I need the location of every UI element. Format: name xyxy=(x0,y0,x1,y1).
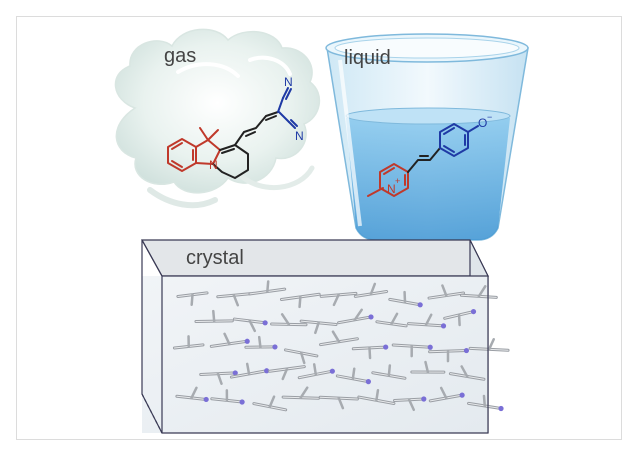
crystal-lattice xyxy=(172,280,510,412)
lattice-nitrogen-atom xyxy=(383,344,389,350)
lattice-nitrogen-atom xyxy=(368,314,374,320)
lattice-branch xyxy=(298,295,302,309)
lattice-nitrogen-atom xyxy=(459,392,465,398)
atom-phenolate-o: O xyxy=(478,116,487,130)
liquid-molecule xyxy=(367,123,479,197)
lattice-branch xyxy=(368,346,372,360)
lattice-branch xyxy=(268,395,276,408)
label-liquid: liquid xyxy=(344,47,391,69)
lattice-branch xyxy=(190,386,198,400)
lattice-branch xyxy=(299,386,309,399)
lattice-nitrogen-atom xyxy=(427,344,433,350)
lattice-branch xyxy=(439,386,448,400)
lattice-branch xyxy=(332,293,340,307)
lattice-branch xyxy=(487,338,495,351)
lattice-nitrogen-atom xyxy=(264,368,270,374)
lattice-nitrogen-atom xyxy=(498,405,504,412)
lattice-nitrogen-atom xyxy=(272,344,278,350)
lattice-nitrogen-atom xyxy=(232,370,238,376)
lattice-branch xyxy=(331,330,341,343)
lattice-branch xyxy=(281,367,289,381)
lattice-nitrogen-atom xyxy=(262,320,268,326)
atom-indoline-n: N xyxy=(209,158,218,172)
lattice-nitrogen-atom xyxy=(440,323,447,329)
lattice-nitrogen-atom xyxy=(421,396,427,402)
lattice-branch xyxy=(457,313,461,327)
lattice-branch xyxy=(245,362,251,376)
atom-pyridinium-n: N xyxy=(387,182,396,196)
lattice-branch xyxy=(441,284,448,297)
lattice-branch xyxy=(353,308,363,322)
lattice-nitrogen-atom xyxy=(463,347,470,354)
lattice-branch xyxy=(216,372,223,385)
lattice-branch xyxy=(257,335,262,349)
atom-pyridinium-charge: + xyxy=(395,176,400,186)
lattice-branch xyxy=(375,389,380,402)
crystal-box-edges xyxy=(141,239,489,434)
lattice-branch xyxy=(477,285,487,298)
lattice-branch xyxy=(351,367,356,381)
lattice-branch xyxy=(312,363,318,376)
lattice-branch xyxy=(314,321,320,335)
lattice-nitrogen-atom xyxy=(329,368,335,374)
lattice-branch xyxy=(407,398,415,412)
lattice-branch xyxy=(280,313,291,326)
atom-nitrile-top: N xyxy=(284,75,293,89)
lattice-branch xyxy=(223,332,231,346)
atom-phenolate-charge: − xyxy=(487,112,492,122)
lattice-nitrogen-atom xyxy=(244,338,250,344)
lattice-branch xyxy=(460,365,469,378)
lattice-branch xyxy=(212,309,216,323)
lattice-nitrogen-atom xyxy=(239,399,245,405)
lattice-branch xyxy=(337,396,345,410)
lattice-branch xyxy=(299,351,306,365)
lattice-branch xyxy=(424,360,430,374)
lattice-nitrogen-atom xyxy=(365,379,371,385)
lattice-branch xyxy=(232,293,240,307)
atom-nitrile-bottom: N xyxy=(295,129,304,143)
lattice-nitrogen-atom xyxy=(470,308,477,315)
lattice-branch xyxy=(190,293,194,306)
lattice-branch xyxy=(424,313,433,327)
label-gas: gas xyxy=(164,45,196,67)
lattice-branch xyxy=(387,364,392,377)
gas-cloud xyxy=(114,28,321,209)
lattice-branch xyxy=(390,312,399,326)
lattice-branch xyxy=(482,394,487,408)
label-crystal: crystal xyxy=(186,247,244,269)
gas-molecule xyxy=(167,87,298,179)
lattice-branch xyxy=(266,280,270,293)
lattice-branch xyxy=(248,319,257,333)
lattice-nitrogen-atom xyxy=(203,396,209,403)
lattice-branch xyxy=(369,282,377,296)
lattice-nitrogen-atom xyxy=(417,302,423,308)
